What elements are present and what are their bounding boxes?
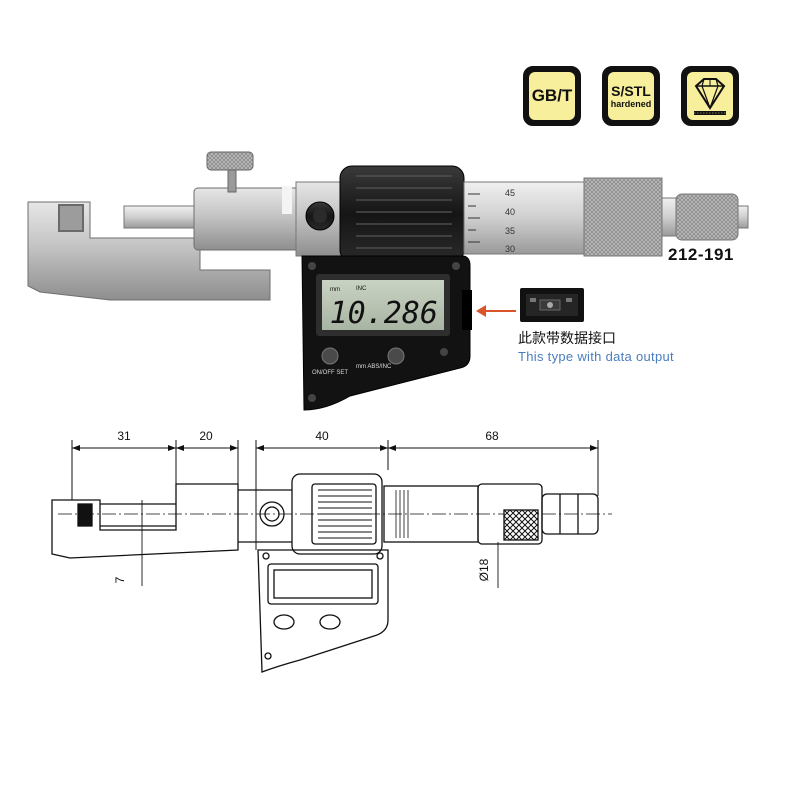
abs-inc-label: mm ABS/INC bbox=[356, 364, 392, 370]
data-output-arrow bbox=[476, 305, 516, 317]
on-off-set-button[interactable] bbox=[321, 347, 339, 365]
data-output-caption-cn: 此款带数据接口 bbox=[518, 331, 616, 347]
thimble-mark-2: 40 bbox=[505, 207, 515, 217]
micrometer-photo: 45 40 35 30 mm INC 10.286 ON/OFF SET mm … bbox=[27, 151, 749, 411]
lcd-mm: mm bbox=[330, 287, 340, 293]
on-off-set-label: ON/OFF SET bbox=[312, 370, 348, 376]
stainless-hardened-badge: S/STL hardened bbox=[602, 66, 660, 126]
dim-7-label: 7 bbox=[113, 576, 127, 583]
lcd-screen bbox=[322, 280, 444, 330]
data-output-caption-en: This type with data output bbox=[518, 349, 674, 364]
dim-68-label: 68 bbox=[485, 429, 499, 443]
lock-knob bbox=[206, 151, 254, 171]
ratchet-knob bbox=[675, 193, 739, 241]
dim-31-label: 31 bbox=[117, 429, 131, 443]
gbt-standard-badge: GB/T bbox=[523, 66, 581, 126]
dim-20-label: 20 bbox=[199, 429, 213, 443]
sleeve bbox=[463, 181, 585, 255]
stl-label: S/STL bbox=[611, 82, 651, 99]
lcd-reading: 10.286 bbox=[330, 296, 438, 331]
thimble-mark-1: 45 bbox=[505, 188, 515, 198]
data-port-photo bbox=[520, 288, 584, 322]
c-frame bbox=[27, 201, 271, 301]
spindle bbox=[123, 205, 195, 229]
carbide-badge bbox=[681, 66, 739, 126]
diamond-icon bbox=[694, 78, 726, 115]
thimble-knurl bbox=[583, 177, 663, 257]
data-port bbox=[462, 290, 472, 330]
dim-40-label: 40 bbox=[315, 429, 329, 443]
model-number: 212-191 bbox=[668, 245, 734, 264]
hardened-label: hardened bbox=[610, 98, 652, 109]
thimble-mark-3: 35 bbox=[505, 226, 515, 236]
technical-drawing bbox=[51, 440, 612, 673]
dim-diameter-label: Ø18 bbox=[477, 558, 491, 581]
thimble-mark-4: 30 bbox=[505, 244, 515, 254]
abs-inc-button[interactable] bbox=[387, 347, 405, 365]
lcd-inc: INC bbox=[356, 286, 367, 292]
gbt-label: GB/T bbox=[531, 86, 573, 105]
